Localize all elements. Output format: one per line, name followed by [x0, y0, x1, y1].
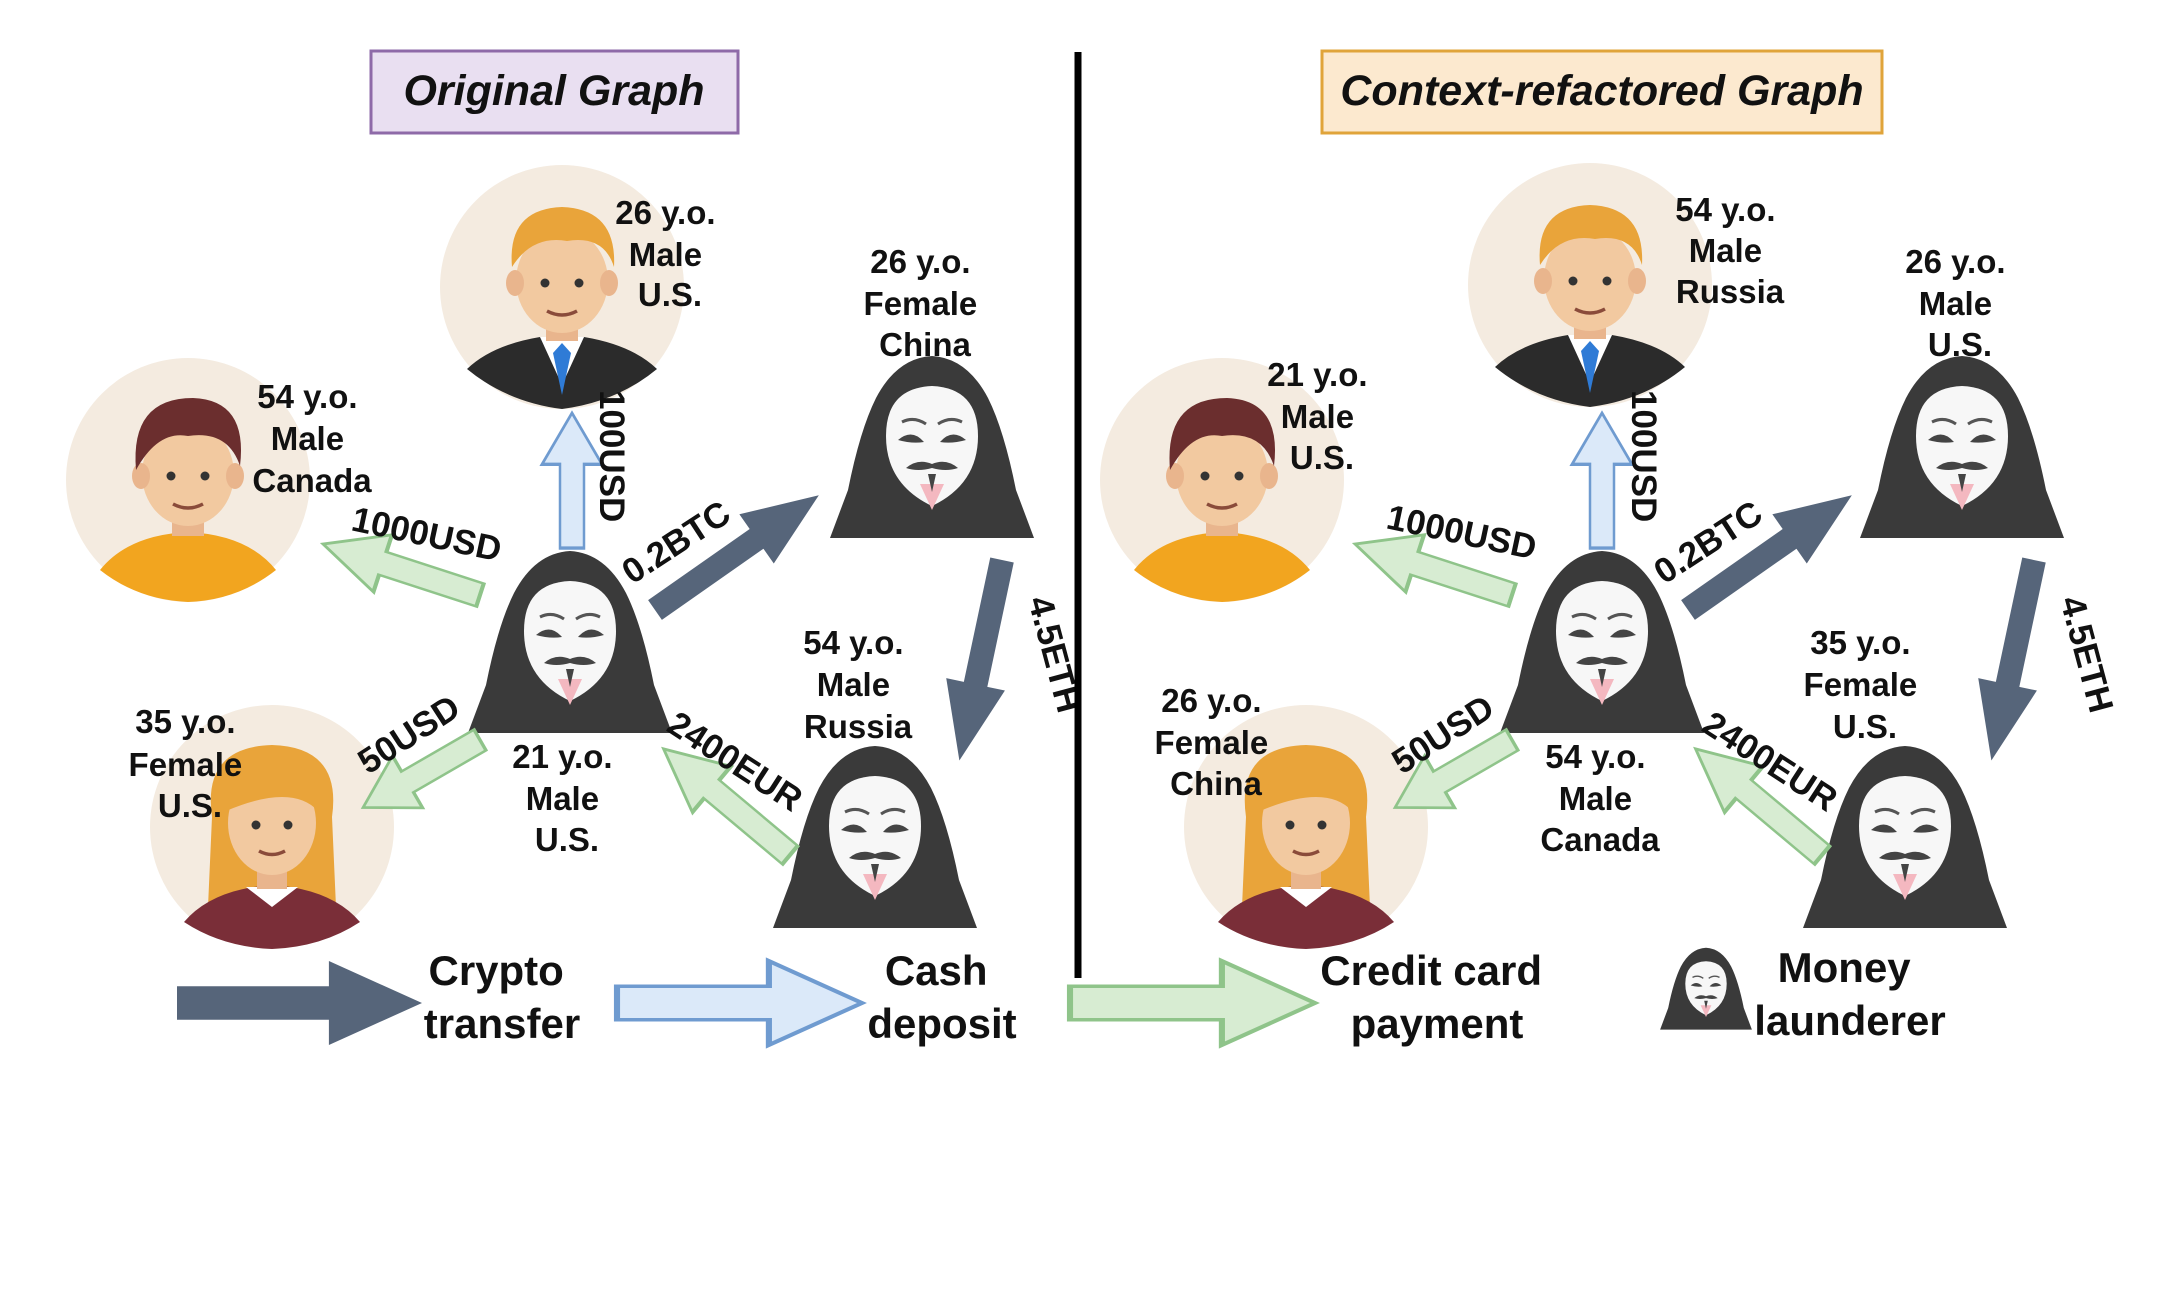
original-bottom-right-launderer-attrs: 54 y.o. Male Russia [803, 624, 912, 745]
legend-crypto-label: Crypto transfer [424, 947, 580, 1047]
refactored-left-person-attrs: 21 y.o. Male U.S. [1267, 356, 1376, 476]
refactored-top-right-launderer-attrs: 26 y.o. Male U.S. [1905, 243, 2014, 363]
original-title-text: Original Graph [403, 67, 704, 115]
legend-launderer-icon [1659, 947, 1753, 1031]
original-graph-title: Original Graph [369, 49, 740, 135]
refactored-launderer-top-right [1858, 354, 2066, 540]
legend-card-arrow [1070, 961, 1315, 1045]
refactored-edge-label-right-down: 4.5ETH [2052, 592, 2120, 717]
refactored-graph-title: Context-refactored Graph [1320, 49, 1884, 135]
refactored-graph: Context-refactored Graph 100USD 1000USD … [1098, 49, 2121, 951]
refactored-title-text: Context-refactored Graph [1340, 67, 1863, 115]
refactored-title-box [1322, 51, 1882, 133]
original-title-box [371, 51, 738, 133]
original-top-right-launderer-attrs: 26 y.o. Female China [864, 243, 987, 363]
refactored-edge-to-top [1572, 413, 1632, 548]
original-person-bottom-left [148, 703, 396, 951]
refactored-person-left [1098, 356, 1346, 604]
refactored-bottom-right-launderer-attrs: 35 y.o. Female U.S. [1804, 624, 1927, 745]
original-launderer-top-right [828, 354, 1036, 540]
original-edge-label-to-top: 100USD [592, 390, 631, 522]
refactored-launderer-bottom-right [1801, 744, 2009, 930]
original-center-launderer-attrs: 21 y.o. Male U.S. [512, 738, 621, 858]
legend-crypto-arrow [177, 961, 422, 1045]
original-left-person-attrs: 54 y.o. Male Canada [252, 378, 372, 499]
original-launderer-bottom-right [771, 744, 979, 930]
refactored-edge-right-down [1962, 553, 2064, 767]
refactored-top-person-attrs: 54 y.o. Male Russia [1675, 191, 1784, 310]
original-graph: Original Graph 100USD 1000USD 50USD 0.2B… [64, 49, 1089, 951]
legend-cash-label: Cash deposit [867, 947, 1016, 1047]
refactored-edge-label-to-top: 100USD [1624, 390, 1663, 522]
legend-cash-arrow [617, 961, 862, 1045]
original-top-person-attrs: 26 y.o. Male U.S. [615, 194, 724, 313]
legend-card-label: Credit card payment [1320, 947, 1553, 1047]
original-bottom-left-person-attrs: 35 y.o. Female U.S. [129, 703, 252, 824]
refactored-center-launderer-attrs: 54 y.o. Male Canada [1540, 738, 1660, 858]
refactored-bottom-left-person-attrs: 26 y.o. Female China [1155, 682, 1278, 802]
legend: Crypto transfer Cash deposit Credit card… [177, 944, 1946, 1047]
original-edge-right-down [930, 553, 1032, 767]
legend-launderer-label: Money launderer [1754, 944, 1945, 1044]
original-title-border [369, 49, 740, 135]
refactored-title-border [1320, 49, 1884, 135]
